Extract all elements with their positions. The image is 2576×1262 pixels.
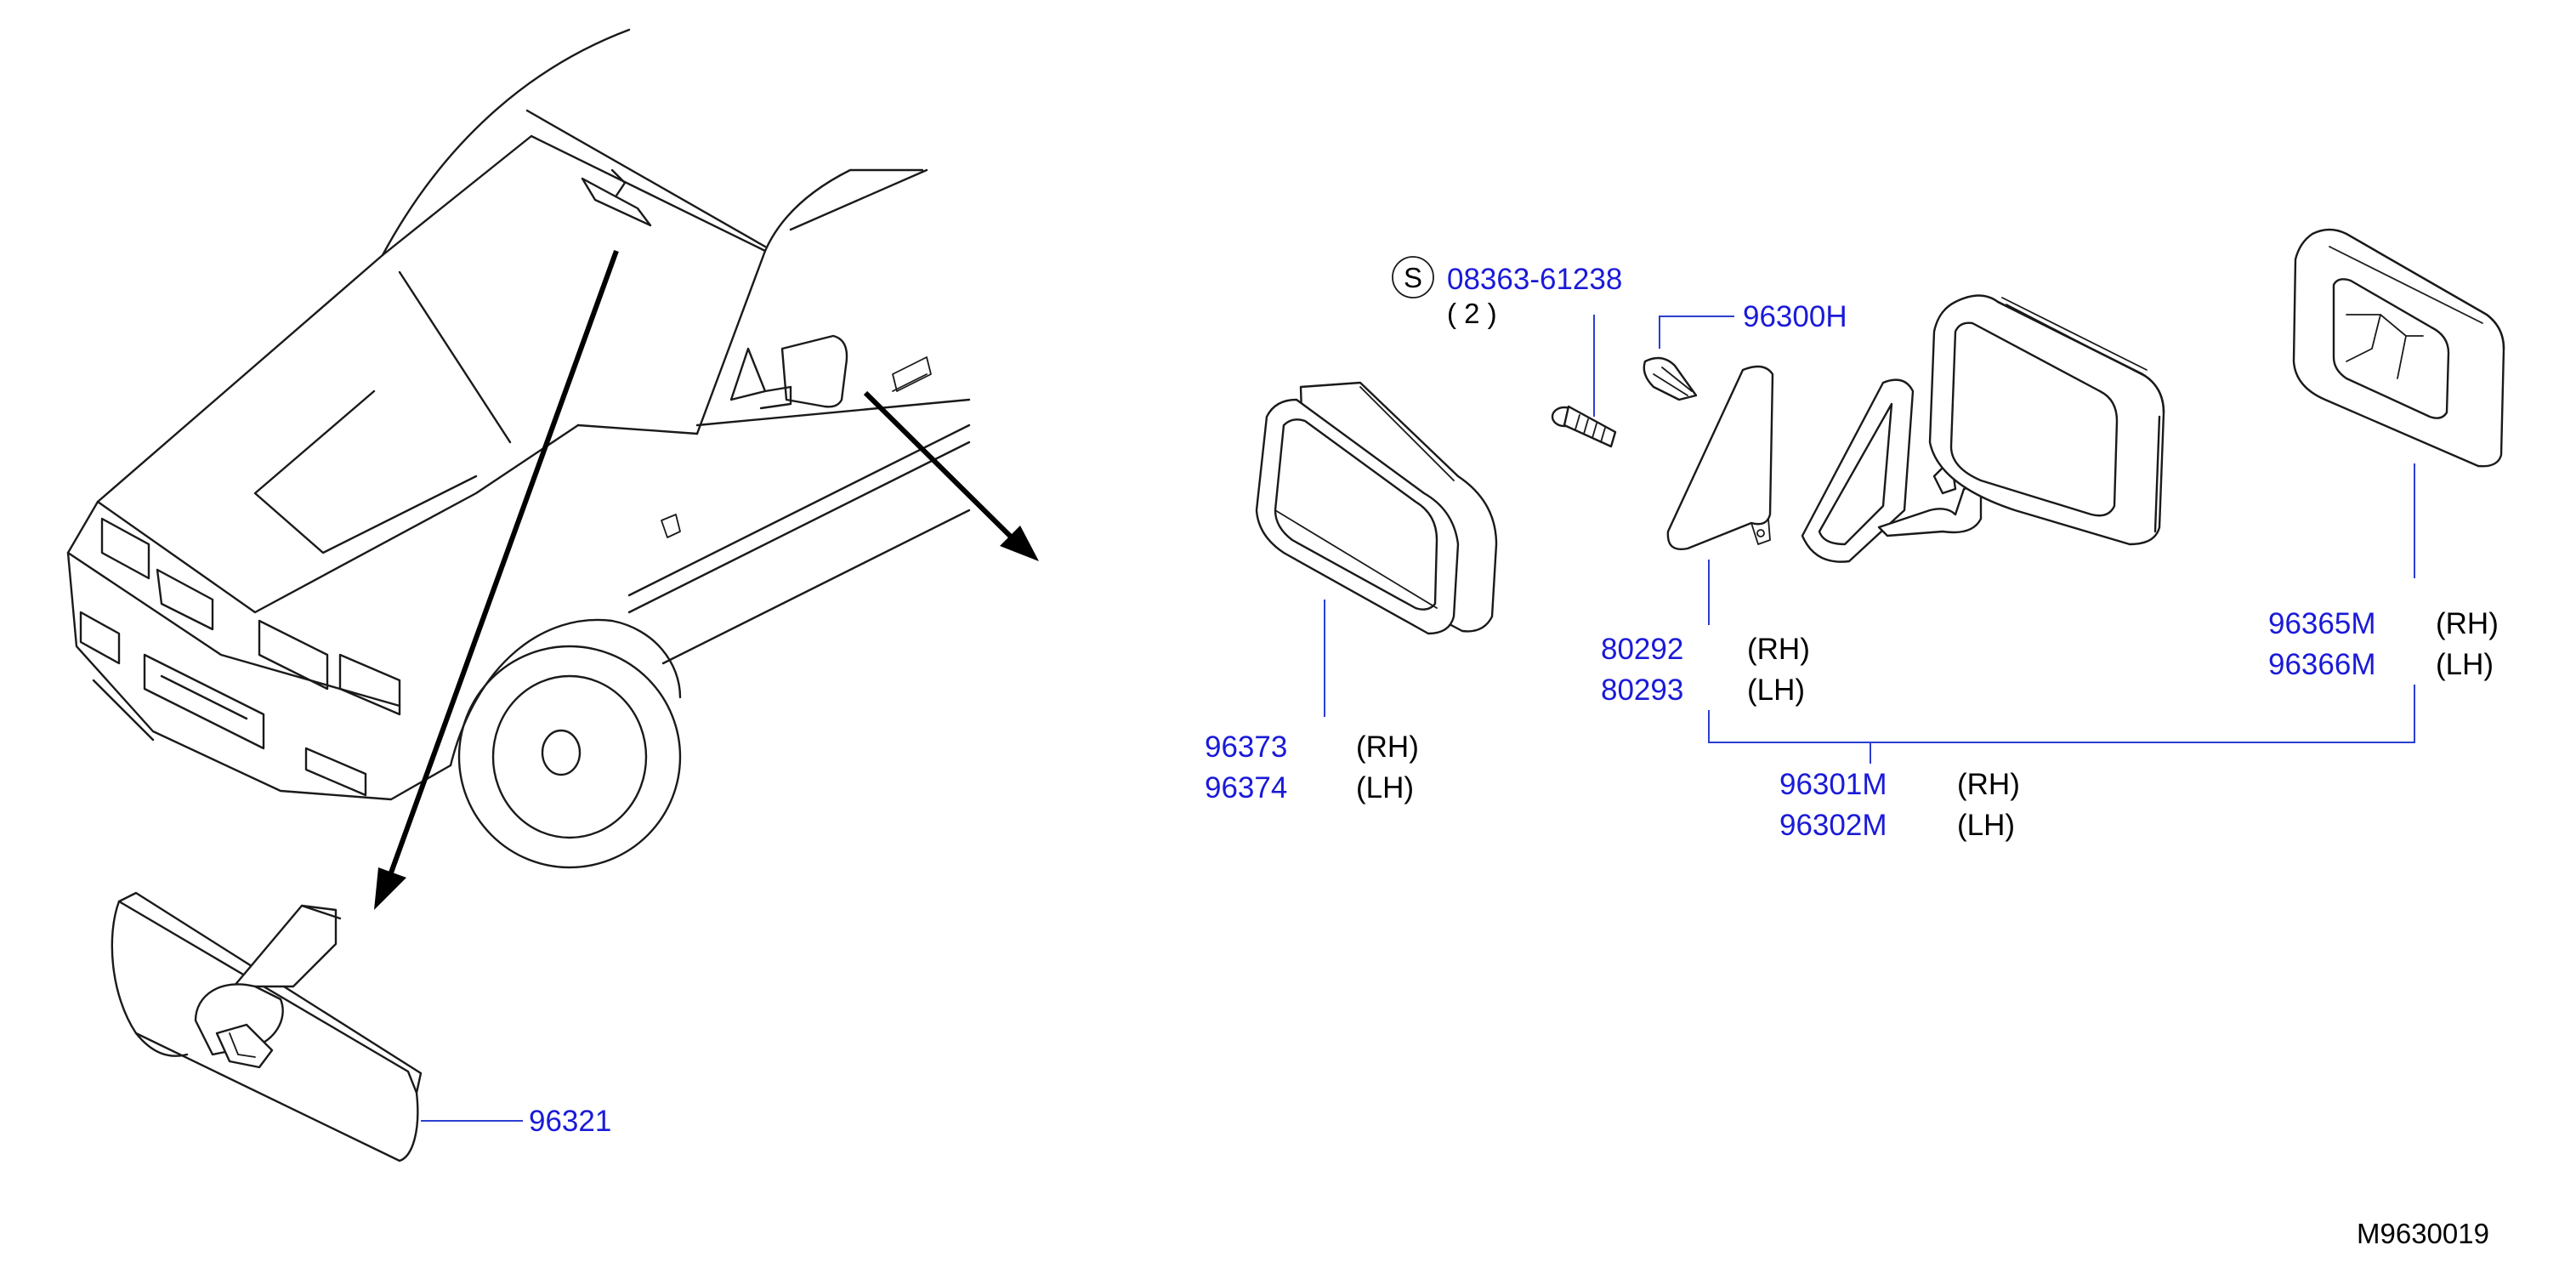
- callout-clip[interactable]: 96300H: [1743, 300, 1847, 333]
- callout-finisher-lh[interactable]: 96366M: [2268, 648, 2375, 681]
- callout-door-mirror-rh[interactable]: 96301M: [1779, 768, 1887, 801]
- inside-mirror-drawing: [111, 891, 423, 1163]
- clip-drawing: [1643, 356, 1698, 401]
- leader-door-mirror-bracket: [1708, 685, 2415, 743]
- label-mirror-glass-lh: (LH): [1356, 771, 1414, 804]
- vehicle-illustration: [66, 28, 971, 869]
- callout-cover-rh[interactable]: 80292: [1601, 633, 1683, 666]
- label-cover-lh: (LH): [1747, 674, 1805, 707]
- pointer-arrow-door-mirror: [863, 390, 1039, 561]
- screw-symbol: S: [1404, 262, 1422, 293]
- cover-drawing: [1666, 365, 1774, 550]
- label-cover-rh: (RH): [1747, 633, 1810, 666]
- callout-finisher-rh[interactable]: 96365M: [2268, 607, 2375, 640]
- label-door-mirror-rh: (RH): [1957, 768, 2020, 801]
- screw-symbol-circle: [1392, 256, 1434, 298]
- diagram-code: M9630019: [2357, 1218, 2489, 1249]
- mirror-glass-drawing: [1255, 381, 1498, 635]
- leader-clip: [1659, 316, 1734, 349]
- callout-door-mirror-lh[interactable]: 96302M: [1779, 809, 1887, 842]
- door-mirror-assembly-drawing: [1801, 294, 2165, 563]
- label-mirror-glass-rh: (RH): [1356, 730, 1419, 764]
- finisher-drawing: [2292, 228, 2505, 468]
- pointer-arrow-inside-mirror: [374, 249, 619, 910]
- callout-screw[interactable]: 08363-61238: [1447, 263, 1622, 296]
- callout-cover-lh[interactable]: 80293: [1601, 674, 1683, 707]
- label-finisher-rh: (RH): [2436, 607, 2499, 640]
- callout-mirror-glass-rh[interactable]: 96373: [1205, 730, 1287, 764]
- label-door-mirror-lh: (LH): [1957, 809, 2015, 842]
- callout-inside-mirror[interactable]: 96321: [529, 1105, 611, 1138]
- screw-quantity: ( 2 ): [1447, 298, 1497, 329]
- screw-drawing: [1551, 405, 1617, 448]
- callout-mirror-glass-lh[interactable]: 96374: [1205, 771, 1287, 804]
- label-finisher-lh: (LH): [2436, 648, 2494, 681]
